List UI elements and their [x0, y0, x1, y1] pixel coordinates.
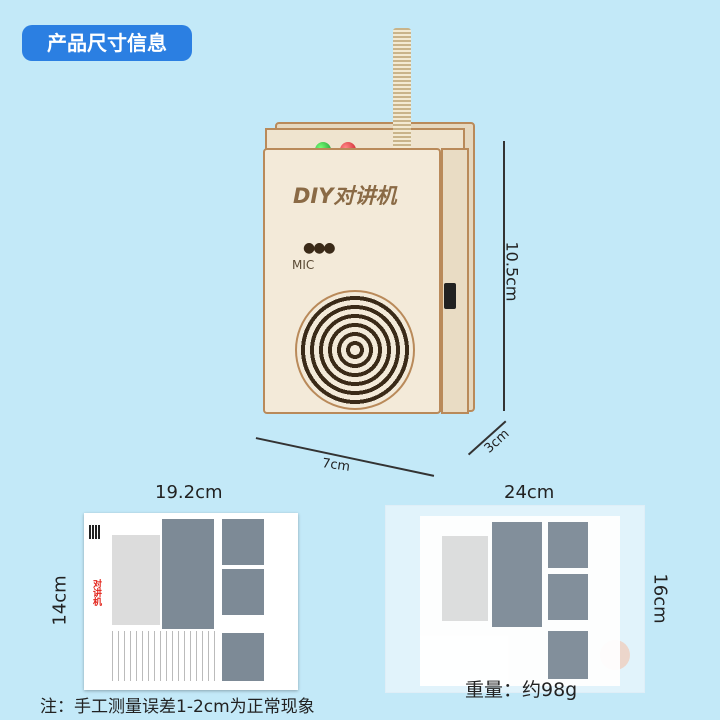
- manual-step-photo: [222, 633, 264, 681]
- measurement-note: 注：手工测量误差1-2cm为正常现象: [40, 697, 315, 717]
- manual-parts-photo: [162, 519, 214, 629]
- package-manual: [420, 516, 620, 686]
- package-height-label: 16cm: [649, 573, 671, 624]
- manual-heading: 对讲机: [91, 579, 101, 606]
- manual-text-block: [112, 631, 217, 681]
- qr-code-icon: [89, 525, 101, 539]
- manual-product-photo: [442, 536, 488, 621]
- manual-parts-photo: [492, 522, 542, 627]
- manual-step-photo: [222, 519, 264, 565]
- mic-label: MIC: [292, 258, 315, 272]
- depth-label: 3cm: [481, 426, 513, 457]
- width-label: 7cm: [321, 456, 352, 475]
- instruction-manual: 对讲机: [84, 513, 298, 690]
- manual-step-photo: [222, 569, 264, 615]
- product-logo: DIY对讲机: [293, 184, 397, 208]
- package-bag: [385, 505, 645, 693]
- antenna-spring: [393, 28, 411, 163]
- height-label: 10.5cm: [502, 241, 522, 302]
- power-switch: [444, 283, 456, 309]
- manual-product-photo: [112, 535, 160, 625]
- speaker-grille: [295, 290, 415, 410]
- manual-step-photo: [548, 522, 588, 568]
- height-dimension-line: [503, 141, 505, 411]
- weight-label: 重量：约98g: [465, 679, 578, 701]
- package-width-label: 24cm: [504, 482, 555, 503]
- mic-holes-icon: ●●●: [303, 240, 336, 256]
- manual-width-label: 19.2cm: [155, 482, 223, 503]
- product-side-panel: [441, 148, 469, 414]
- manual-step-photo: [548, 574, 588, 620]
- manual-height-label: 14cm: [49, 575, 71, 626]
- manual-step-photo: [548, 631, 588, 679]
- section-title-badge: 产品尺寸信息: [22, 25, 192, 61]
